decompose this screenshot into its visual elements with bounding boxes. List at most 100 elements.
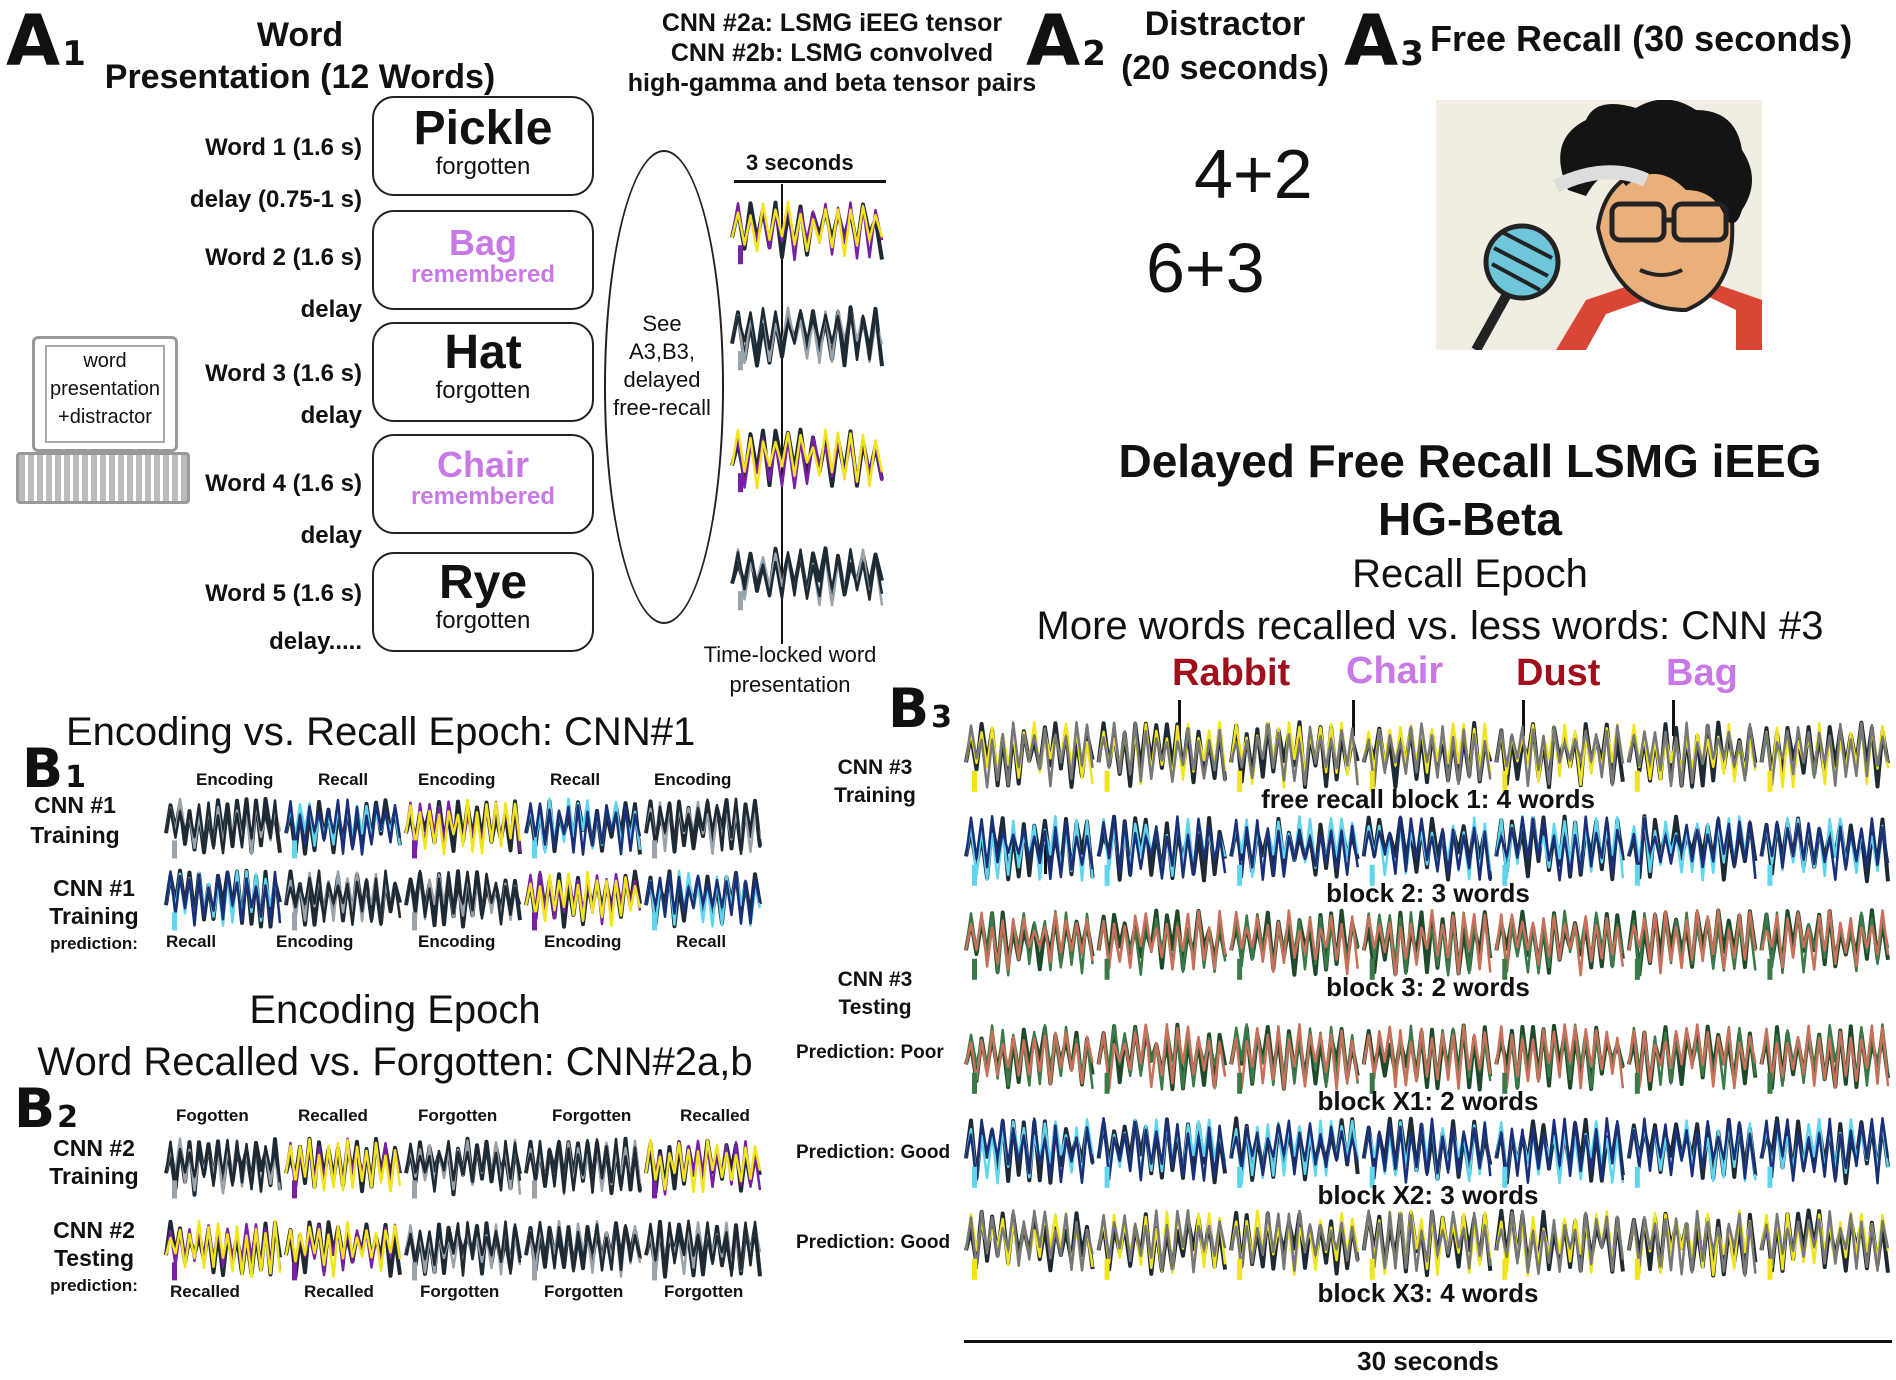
trace-line <box>964 1209 1094 1272</box>
trace-marker <box>1502 1258 1508 1280</box>
trace-line <box>1229 1025 1360 1091</box>
b3-recalled-tick-2 <box>1352 700 1355 736</box>
trace-line <box>164 1219 282 1278</box>
trace-line <box>164 870 282 927</box>
b3-caption-3: block 3: 2 words <box>1326 972 1530 1002</box>
delay-label-2: delay <box>300 296 362 323</box>
trace-line <box>524 1137 642 1194</box>
word-box-2: Bag remembered <box>372 210 594 310</box>
b1-row2-label: CNN #1 Training prediction: <box>24 874 164 958</box>
b2-row1-tag-3: Forgotten <box>418 1106 498 1125</box>
trace-line <box>164 869 282 927</box>
trace-line <box>1361 1023 1493 1092</box>
b3-caption-2: block 2: 3 words <box>1326 878 1530 908</box>
trace-marker <box>1104 958 1110 980</box>
trace-marker <box>1502 1166 1508 1188</box>
panel-letter-a3: A3 <box>1344 6 1424 76</box>
trace-line <box>1362 1024 1492 1091</box>
trace-line <box>1097 1116 1227 1182</box>
trace-line <box>1229 1209 1359 1272</box>
cnn2-title-2: CNN #2b: LSMG convolved <box>670 39 994 67</box>
b1-row2-tag-2: Encoding <box>276 932 354 951</box>
a1-scale-label: 3 seconds <box>746 150 854 175</box>
b1-row2-tag-1: Recall <box>166 932 217 951</box>
trace-marker <box>1369 958 1375 980</box>
ellipse-text-4: free-recall <box>613 395 711 420</box>
word-box-2-word: Bag <box>448 222 517 263</box>
trace-line <box>1097 1118 1227 1178</box>
a1-title: Word Presentation (12 Words) <box>90 14 510 98</box>
trace-marker <box>738 591 743 611</box>
b1-trace-row-2 <box>164 862 764 934</box>
trace-marker <box>1237 1258 1243 1280</box>
trace-line <box>1495 724 1625 788</box>
trace-line <box>1097 1023 1227 1091</box>
trace-line <box>1627 1023 1757 1090</box>
word-box-5-word: Rye <box>438 556 528 609</box>
trace-marker <box>532 1180 537 1199</box>
free-recall-ellipse <box>604 150 724 624</box>
b2-row2-label-1: CNN #2 <box>53 1217 135 1243</box>
panel-letter-a3-sub: 3 <box>1400 34 1424 74</box>
trace-line <box>1229 1023 1359 1091</box>
trace-line <box>730 201 884 262</box>
trace-line <box>1097 721 1227 783</box>
trace-marker <box>738 351 743 371</box>
trace-line <box>1229 1119 1359 1177</box>
trace-line <box>964 911 1094 971</box>
b3-recalled-word-3: Dust <box>1516 652 1601 694</box>
trace-marker <box>972 770 977 792</box>
trace-marker <box>1634 1166 1640 1188</box>
trace-marker <box>1369 770 1375 792</box>
cnn2-title-1: CNN #2a: LSMG iEEG tensor <box>661 9 1003 37</box>
b3-training-label-2: Training <box>834 784 916 807</box>
trace-line <box>1495 1023 1625 1090</box>
trace-marker <box>1634 958 1640 980</box>
trace-line <box>1494 1117 1625 1185</box>
trace-line <box>964 721 1094 789</box>
trace-line <box>730 306 884 365</box>
panel-letter-b2-sub: 2 <box>57 1100 79 1135</box>
delay-label-3: delay <box>300 402 362 429</box>
trace-marker <box>292 1180 297 1199</box>
b3-trace-row-4 <box>964 1014 1892 1098</box>
trace-line <box>644 871 762 925</box>
trace-marker <box>1502 1072 1508 1094</box>
trace-line <box>1627 816 1757 880</box>
trace-line <box>404 869 522 926</box>
b2-title: Encoding Epoch Word Recalled vs. Forgott… <box>0 984 790 1088</box>
trace-line <box>1495 913 1625 977</box>
word-box-3: Hat forgotten <box>372 322 594 422</box>
b1-row1-label: CNN #1 Training <box>10 790 140 850</box>
b2-row1-tag-4: Forgotten <box>552 1106 632 1125</box>
trace-marker <box>532 912 537 931</box>
b3-testing-label: CNN #3 Testing <box>800 966 950 1022</box>
b3-trace-row-1 <box>964 712 1892 796</box>
b3-trace-row-2 <box>964 806 1892 890</box>
trace-line <box>1760 722 1890 789</box>
trace-marker <box>292 840 297 859</box>
b1-row1-label-2: Training <box>30 822 120 848</box>
timelock-label: Time-locked word presentation <box>670 640 910 700</box>
trace-line <box>1097 909 1227 971</box>
b3-trace-row-3 <box>964 900 1892 984</box>
b3-trace-row-5 <box>964 1108 1892 1192</box>
trace-marker <box>1767 1072 1773 1094</box>
trace-line <box>1760 908 1890 971</box>
trace-line <box>1362 1209 1492 1277</box>
word-box-5: Rye forgotten <box>372 552 594 652</box>
b2-row1-label-1: CNN #2 <box>53 1135 135 1161</box>
a1-trace-2 <box>730 298 886 374</box>
trace-svg <box>164 1219 762 1281</box>
trace-line <box>1229 723 1359 786</box>
trace-line <box>1229 818 1359 882</box>
b1-row1-label-1: CNN #1 <box>34 792 116 818</box>
trace-line <box>1495 1209 1625 1276</box>
trace-marker <box>972 1258 977 1280</box>
trace-marker <box>532 1262 537 1281</box>
trace-line <box>644 800 762 855</box>
b1-row2-label-3: prediction: <box>50 934 138 953</box>
ellipse-text-3: delayed <box>623 367 701 392</box>
b1-row2-tag-5: Recall <box>676 932 727 951</box>
trace-line <box>284 1220 402 1278</box>
